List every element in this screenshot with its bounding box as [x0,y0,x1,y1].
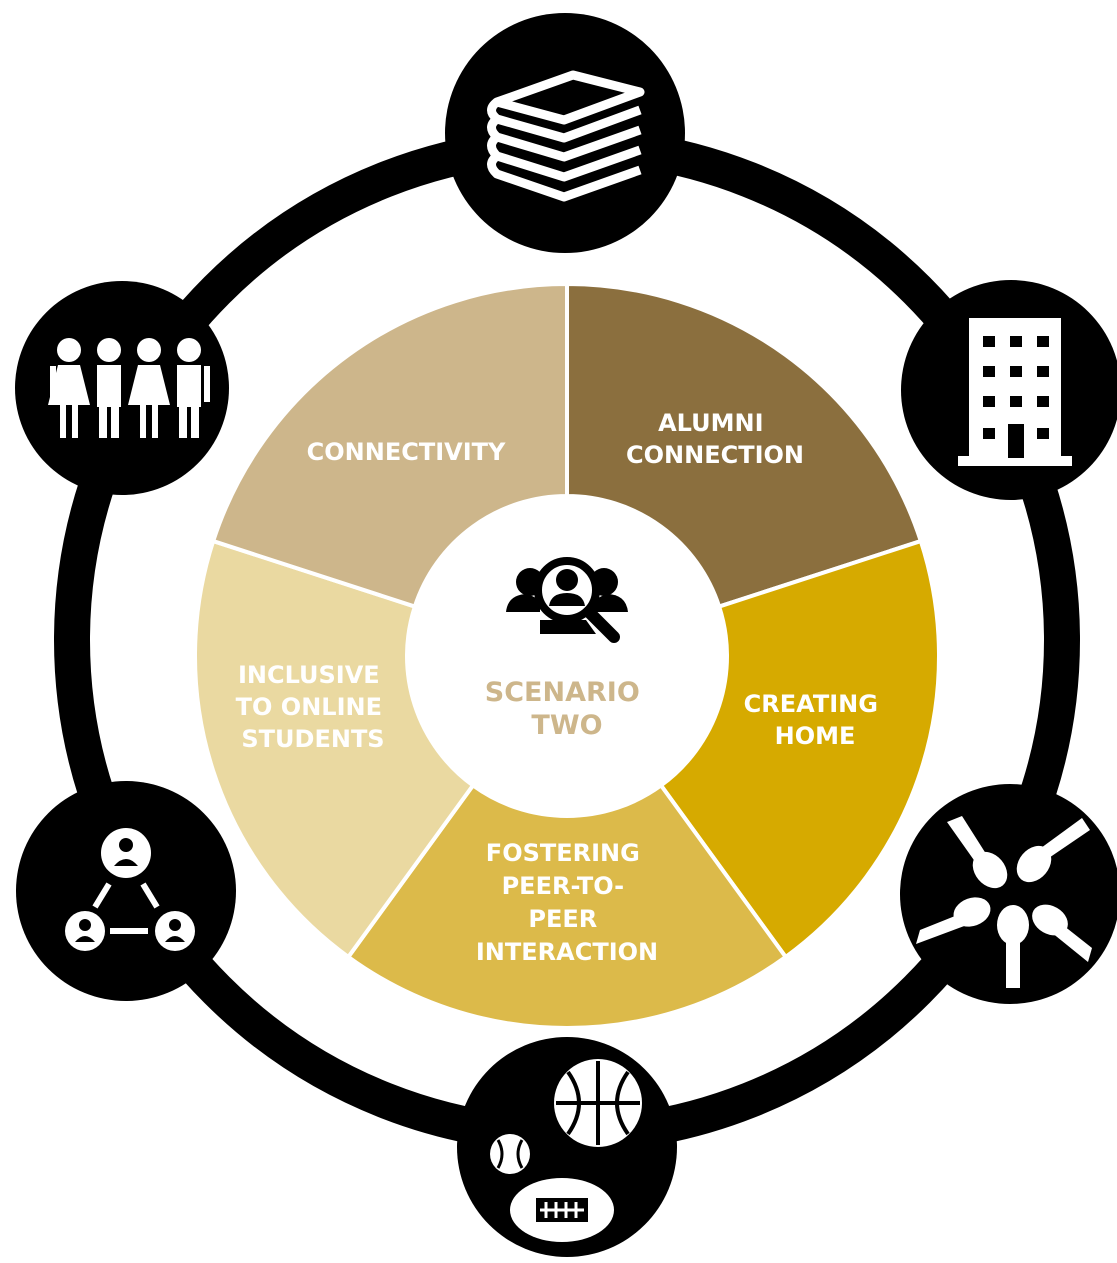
segment-labels: ALUMNI CONNECTION CREATING HOME FOSTERIN… [236,409,887,966]
group-of-people-icon [15,281,229,495]
people-search-icon [506,557,628,643]
label-alumni-connection: ALUMNI CONNECTION [626,409,804,469]
stacked-books-icon [445,13,685,253]
office-building-icon [901,280,1117,500]
label-connectivity: CONNECTIVITY [307,438,506,466]
label-inclusive-to-online-students: INCLUSIVE TO ONLINE STUDENTS [236,661,391,753]
center-label: SCENARIO TWO [485,677,649,741]
label-fostering-peer-to-peer-interaction: FOSTERING PEER-TO- PEER INTERACTION [476,839,658,966]
people-network-icon [16,781,236,1001]
sports-balls-icon [457,1037,677,1257]
center-circle [407,496,727,816]
label-creating-home: CREATING HOME [744,690,887,750]
joined-hands-icon [900,784,1117,1004]
